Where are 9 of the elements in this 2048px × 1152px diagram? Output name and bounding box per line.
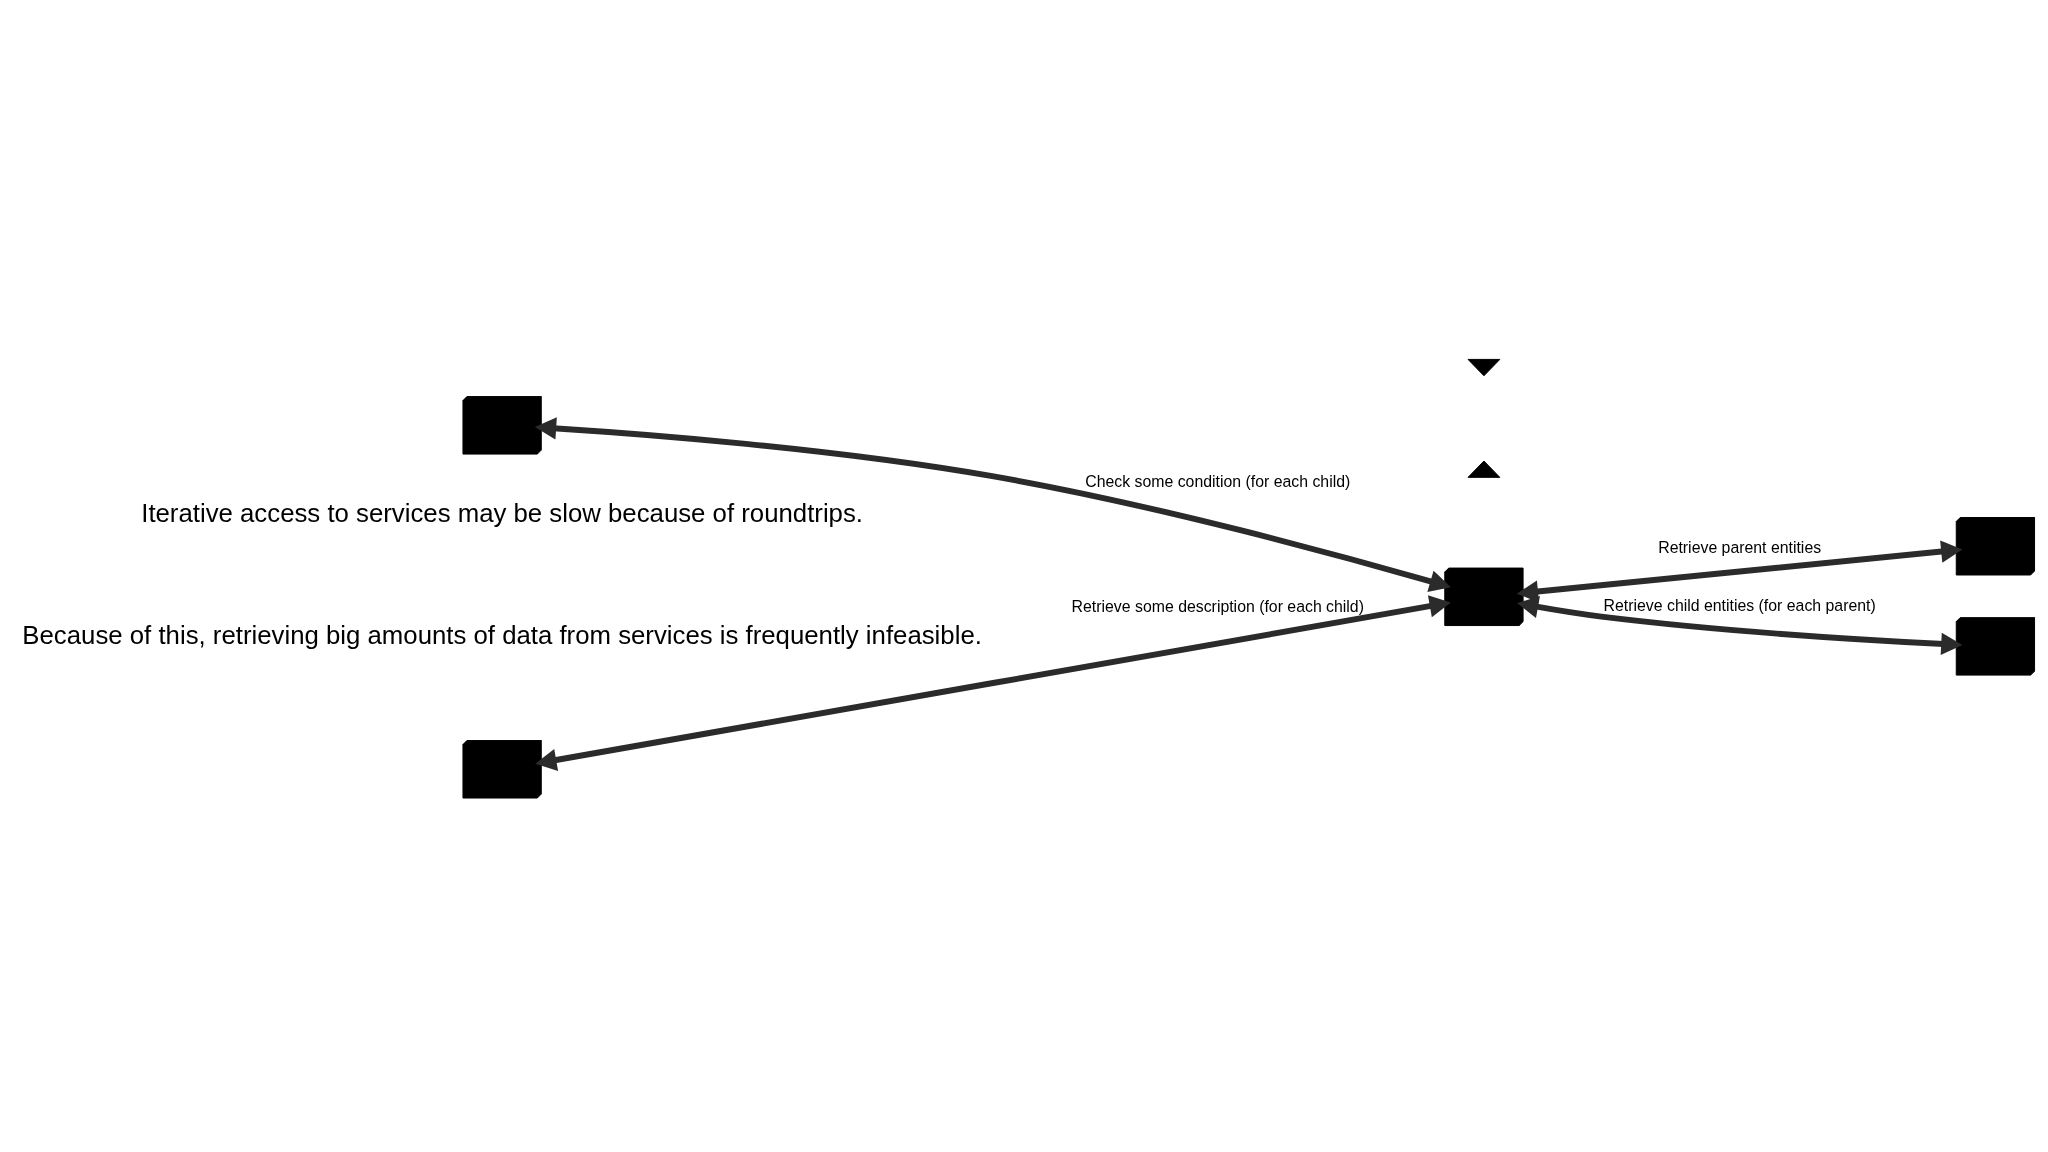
- edge-label: Retrieve child entities (for each parent): [1603, 597, 1876, 615]
- label: Iterative access to services may be slow because of roundtrips.: [141, 498, 863, 527]
- edge-label: Retrieve parent entities: [1658, 539, 1822, 556]
- edge-label: Check some condition (for each child): [1085, 472, 1351, 490]
- arrow: [535, 595, 1451, 771]
- label: Because of this, retrieving big amounts of data from services is frequently infeasible.: [22, 620, 982, 649]
- arrow: [534, 417, 1451, 593]
- arrow: [1517, 595, 1963, 656]
- edge-label: Retrieve some description (for each child): [1071, 598, 1364, 616]
